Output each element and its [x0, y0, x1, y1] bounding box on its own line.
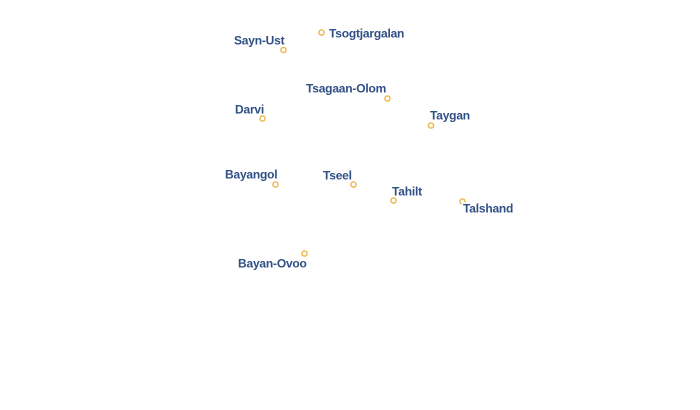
place-tsogtjargalan[interactable]: Tsogtjargalan: [318, 25, 406, 42]
place-taygan[interactable]: Taygan: [427, 107, 472, 129]
settlement-marker-icon[interactable]: [427, 122, 435, 129]
place-label-taygan: Taygan: [430, 109, 470, 123]
place-label-darvi: Darvi: [235, 103, 264, 117]
place-talshand[interactable]: Talshand: [459, 198, 515, 217]
place-tsagaan-olom[interactable]: Tsagaan-Olom: [305, 80, 391, 102]
place-label-tseel: Tseel: [323, 169, 352, 183]
place-label-tsagaan-olom: Tsagaan-Olom: [306, 82, 386, 96]
settlement-marker-icon[interactable]: [301, 250, 308, 257]
settlement-marker-icon[interactable]: [259, 115, 266, 122]
place-darvi[interactable]: Darvi: [234, 101, 266, 122]
settlement-marker-icon[interactable]: [350, 181, 357, 188]
place-label-tahilt: Tahilt: [392, 185, 422, 199]
settlement-marker-icon[interactable]: [280, 46, 287, 54]
settlement-marker-icon[interactable]: [459, 198, 466, 205]
place-tseel[interactable]: Tseel: [322, 167, 357, 188]
settlement-marker-icon[interactable]: [390, 197, 397, 204]
place-sayn-ust[interactable]: Sayn-Ust: [233, 32, 287, 54]
place-tahilt[interactable]: Tahilt: [390, 183, 424, 204]
place-bayangol[interactable]: Bayangol: [224, 166, 279, 188]
place-bayan-ovoo[interactable]: Bayan-Ovoo: [237, 250, 308, 272]
place-label-talshand: Talshand: [463, 202, 513, 216]
settlement-marker-icon[interactable]: [318, 29, 325, 36]
place-label-sayn-ust: Sayn-Ust: [234, 34, 285, 48]
place-label-bayangol: Bayangol: [225, 168, 277, 182]
settlement-marker-icon[interactable]: [272, 181, 279, 188]
settlement-marker-icon[interactable]: [384, 95, 391, 102]
place-label-tsogtjargalan: Tsogtjargalan: [329, 27, 404, 41]
place-label-bayan-ovoo: Bayan-Ovoo: [238, 257, 307, 271]
